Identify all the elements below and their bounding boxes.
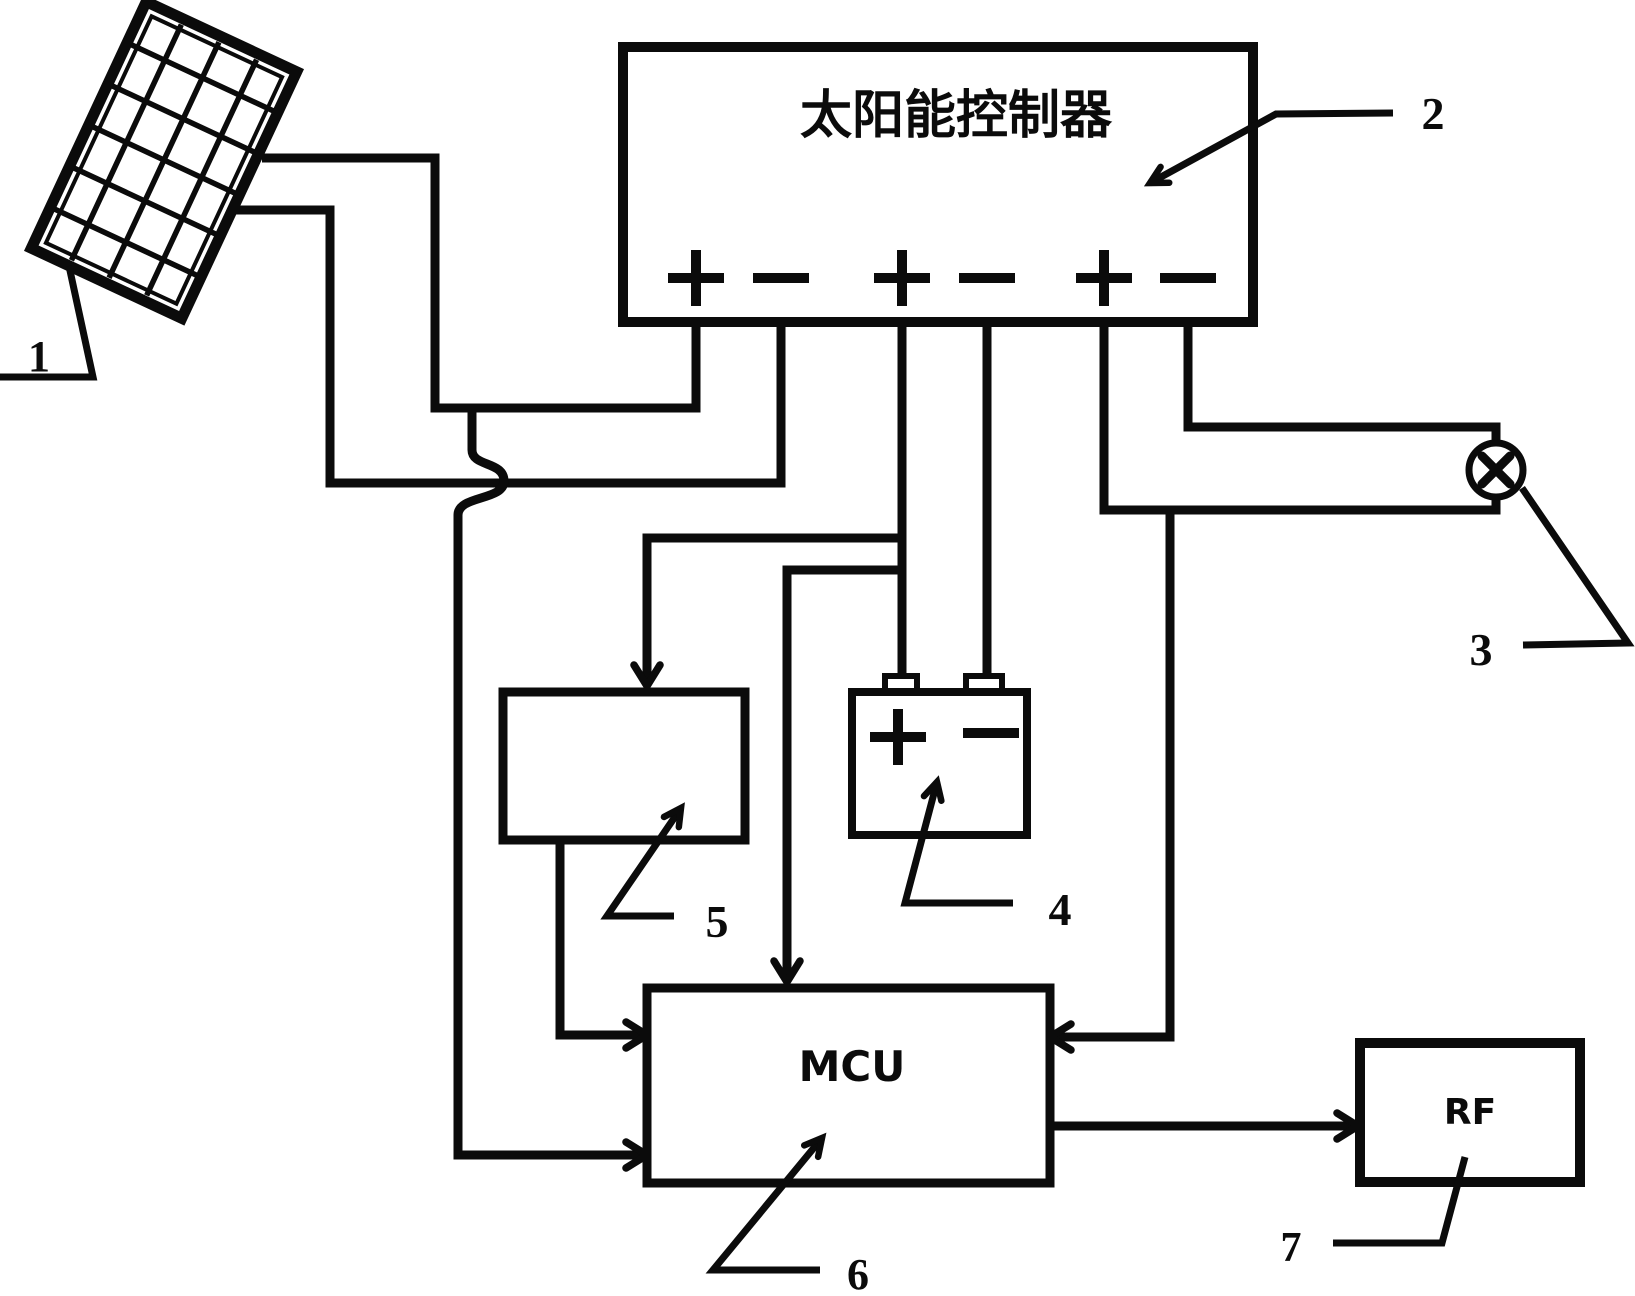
lamp-cross-icon [1477,451,1515,489]
rf-box [1355,1038,1585,1187]
lamp-icon [1465,439,1527,501]
battery-box [848,688,1031,839]
ref-label-5: 5 [706,896,729,947]
wire-detector-to-mcu [555,840,655,1052]
ref-label-1: 1 [28,332,50,381]
mcu-box [642,983,1055,1188]
wire-panel-sense-to-mcu [453,408,655,1172]
leader-1 [0,265,98,381]
wire-panel-minus [235,205,786,488]
leader-7 [1333,1156,1469,1247]
solar-panel-icon [23,0,305,326]
solar-panel-grid [53,23,275,297]
battery-plus-symbol [870,709,926,765]
ref-label-3: 3 [1470,624,1493,675]
wire-rail-to-mcu-top [770,565,902,990]
leader-5 [600,802,685,920]
wire-lamp-minus [1183,322,1501,441]
wire-panel-plus [262,153,701,413]
leader-6 [705,1132,827,1274]
plus-terminal-symbol-3 [1076,250,1132,306]
wire-rail-to-detector [630,533,902,694]
ref-label-2: 2 [1422,88,1445,139]
detector-box [498,687,750,845]
ref-label-4: 4 [1049,884,1072,935]
wire-lamp-plus [1099,322,1501,515]
leader-2 [1143,109,1394,187]
battery-icon [848,673,1031,839]
ref-label-7: 7 [1281,1225,1302,1271]
controller-terminals [668,250,1216,306]
leader-3 [1519,486,1635,649]
plus-terminal-symbol-2 [874,250,930,306]
ref-label-6: 6 [847,1250,869,1296]
leader-4 [900,775,1013,907]
controller-title: 太阳能控制器 [800,86,1113,146]
mcu-label: MCU [799,1042,906,1091]
plus-terminal-symbol-1 [668,250,724,306]
rf-label: RF [1444,1092,1496,1133]
wire-lamp-sense-to-mcu [1042,510,1175,1054]
